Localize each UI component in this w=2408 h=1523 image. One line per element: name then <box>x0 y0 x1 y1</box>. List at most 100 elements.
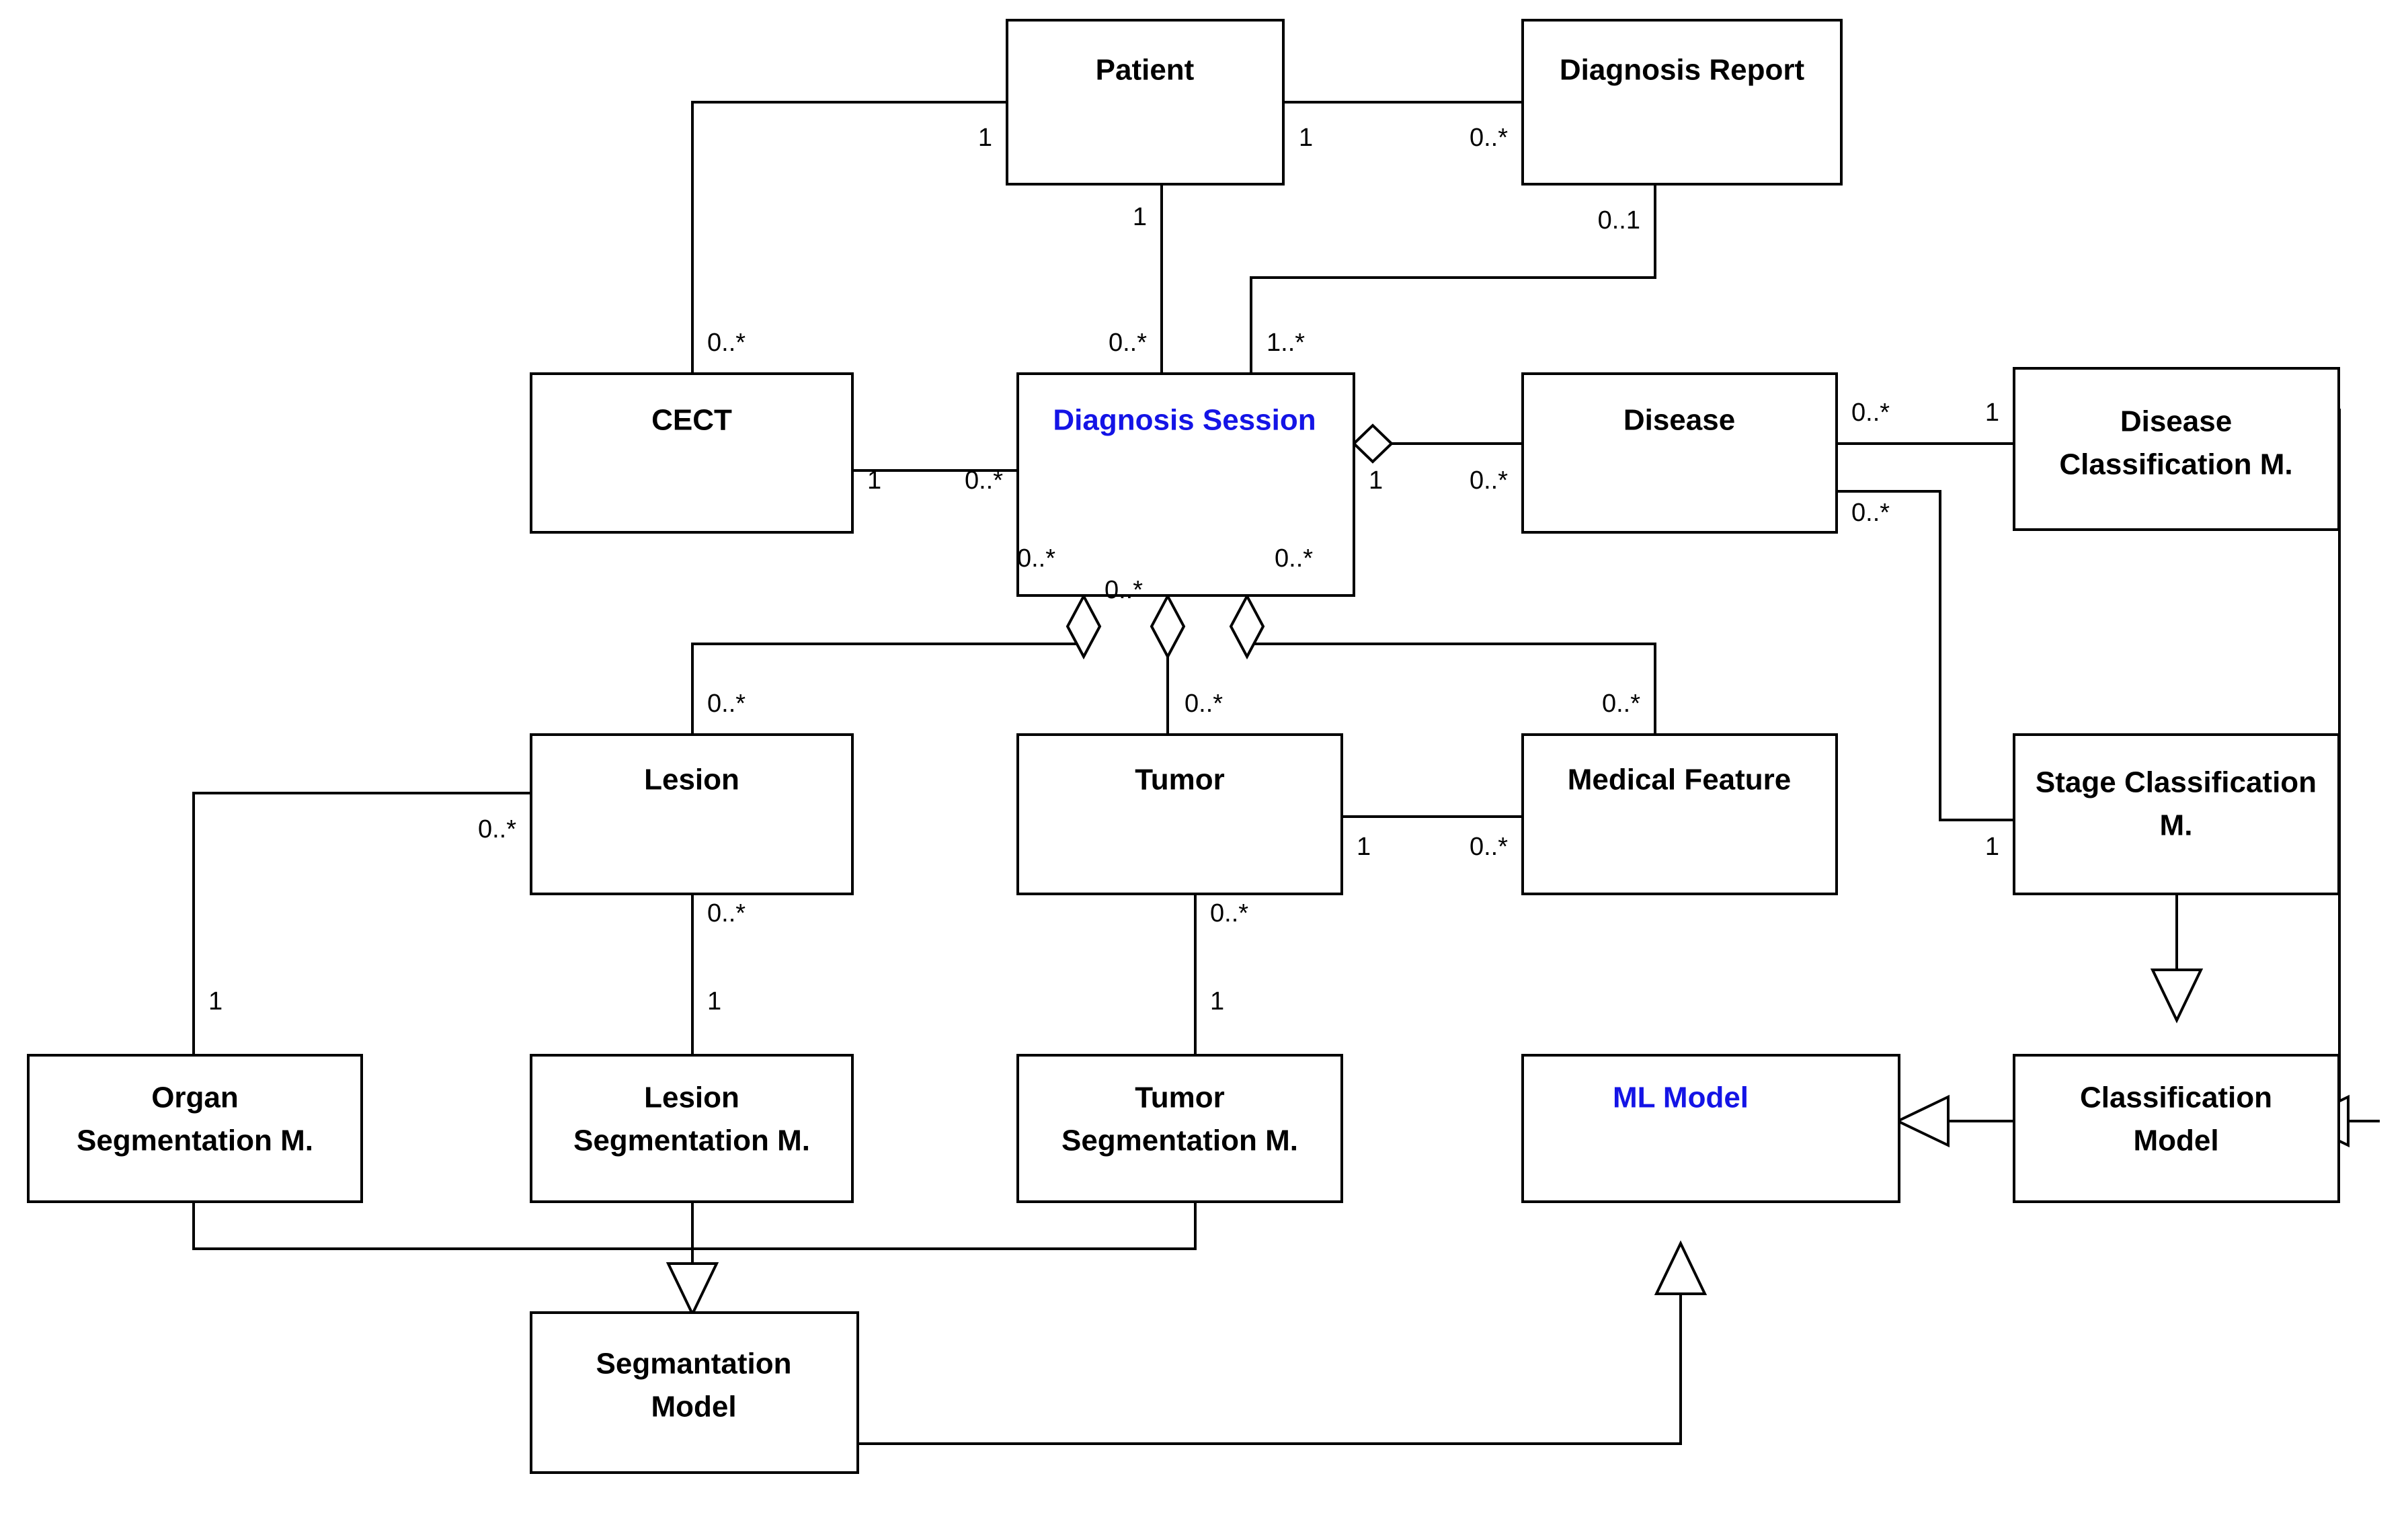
edge-diagnosis-report-diagnosis-session <box>1250 184 1656 374</box>
class-box-diagnosis-session-rect[interactable] <box>1016 372 1355 597</box>
class-title-stage-classification-line1: Stage Classification <box>2036 766 2317 799</box>
class-title-disease-classification-line2: Classification M. <box>2059 448 2292 481</box>
edge-disease-stage-classification <box>1837 490 2014 821</box>
multiplicity-session-tumor-0star: 0..* <box>1105 576 1143 604</box>
class-box-cect-rect[interactable] <box>530 372 854 534</box>
class-title-lesion-segmentation-line2: Segmentation M. <box>573 1124 810 1157</box>
aggregation-diamond-layer <box>1066 423 1394 660</box>
class-box-lesion-segmentation-model[interactable]: Lesion Segmentation M. <box>530 1054 854 1203</box>
generalization-arrow-ml-model-right <box>1894 1094 1950 1148</box>
multiplicity-cect-patient-0star: 0..* <box>707 329 746 357</box>
class-box-lesion-segmentation-model-rect[interactable] <box>530 1054 854 1203</box>
class-title-patient: Patient <box>1096 54 1195 87</box>
multiplicity-disease-session-0star: 0..* <box>1470 466 1508 495</box>
multiplicity-session-report-1star: 1..* <box>1267 329 1305 357</box>
class-box-diagnosis-session[interactable]: Diagnosis Session <box>1016 372 1355 597</box>
class-box-layer: Patient Diagnosis Report CECT Diagnosis … <box>27 19 2340 1474</box>
generalization-arrow-segmantation-model <box>666 1262 719 1317</box>
aggregation-diamond-tumor <box>1150 593 1186 660</box>
aggregation-diamond-lesion <box>1066 593 1102 660</box>
class-box-disease-classification-model-rect[interactable] <box>2013 367 2340 531</box>
class-title-ml-model: ML Model <box>1613 1081 1749 1114</box>
class-box-tumor-rect[interactable] <box>1016 733 1343 895</box>
class-box-medical-feature[interactable]: Medical Feature <box>1521 733 1838 895</box>
class-box-ml-model-rect[interactable] <box>1521 1054 1900 1203</box>
multiplicity-organsm-lesion-1: 1 <box>208 987 223 1016</box>
generalization-arrow-ml-model-bottom <box>1654 1240 1708 1295</box>
multiplicity-cect-session-1: 1 <box>867 466 881 495</box>
class-title-tumor-segmentation-line1: Tumor <box>1135 1081 1225 1114</box>
multiplicity-session-lesion-0star: 0..* <box>1017 544 1055 573</box>
class-box-stage-classification-model[interactable]: Stage Classification M. <box>2013 733 2340 895</box>
multiplicity-scm-disease-1: 1 <box>1985 833 1999 861</box>
class-title-disease: Disease <box>1623 404 1735 437</box>
multiplicity-dcm-disease-1: 1 <box>1985 399 1999 427</box>
class-box-tumor-segmentation-model-rect[interactable] <box>1016 1054 1343 1203</box>
class-box-disease-classification-model[interactable]: Disease Classification M. <box>2013 367 2340 531</box>
multiplicity-session-disease-1: 1 <box>1369 466 1383 495</box>
class-box-disease[interactable]: Disease <box>1521 372 1838 534</box>
class-box-cect[interactable]: CECT <box>530 372 854 534</box>
class-title-segmantation-model-line2: Model <box>651 1391 736 1424</box>
class-title-diagnosis-session: Diagnosis Session <box>1053 404 1316 437</box>
class-title-diagnosis-report: Diagnosis Report <box>1560 54 1805 87</box>
class-box-diagnosis-report-rect[interactable] <box>1521 19 1843 186</box>
multiplicity-disease-dcm-0star: 0..* <box>1851 399 1890 427</box>
class-title-organ-segmentation-line2: Segmentation M. <box>77 1124 313 1157</box>
class-box-lesion-rect[interactable] <box>530 733 854 895</box>
class-box-stage-classification-model-rect[interactable] <box>2013 733 2340 895</box>
class-title-lesion: Lesion <box>644 764 739 796</box>
multiplicity-session-patient-0star: 0..* <box>1109 329 1147 357</box>
class-title-segmantation-model-line1: Segmantation <box>596 1348 792 1381</box>
class-box-patient[interactable]: Patient <box>1006 19 1285 186</box>
class-box-ml-model[interactable]: ML Model <box>1521 1054 1900 1203</box>
multiplicity-report-session-0..1: 0..1 <box>1598 206 1640 235</box>
multiplicity-feature-session-0star: 0..* <box>1602 690 1640 718</box>
class-box-organ-segmentation-model-rect[interactable] <box>27 1054 363 1203</box>
class-title-lesion-segmentation-line1: Lesion <box>644 1081 739 1114</box>
edge-diagnosis-session-medical-feature <box>1246 595 1656 735</box>
multiplicity-patient-session-1: 1 <box>1133 203 1147 231</box>
multiplicity-session-cect-0star: 0..* <box>965 466 1003 495</box>
class-title-stage-classification-line2: M. <box>2160 809 2193 842</box>
edge-patient-cect <box>691 101 1007 374</box>
edge-segmentation-generalization-bus <box>192 1202 1197 1250</box>
multiplicity-layer: 1 1 0..* 1 0..1 0..* 0..* 1..* 1 0..* 1 … <box>208 124 1999 1016</box>
aggregation-diamond-disease <box>1352 423 1394 464</box>
class-box-patient-rect[interactable] <box>1006 19 1285 186</box>
edge-lesion-organ-segmentation <box>192 792 531 1055</box>
class-box-tumor[interactable]: Tumor <box>1016 733 1343 895</box>
class-box-organ-segmentation-model[interactable]: Organ Segmentation M. <box>27 1054 363 1203</box>
class-title-medical-feature: Medical Feature <box>1568 764 1792 796</box>
class-box-lesion[interactable]: Lesion <box>530 733 854 895</box>
class-box-classification-model-rect[interactable] <box>2013 1054 2340 1203</box>
class-box-medical-feature-rect[interactable] <box>1521 733 1838 895</box>
multiplicity-tumor-feature-1: 1 <box>1357 833 1371 861</box>
class-box-diagnosis-report[interactable]: Diagnosis Report <box>1521 19 1843 186</box>
class-box-segmantation-model[interactable]: Segmantation Model <box>530 1311 859 1474</box>
class-box-disease-rect[interactable] <box>1521 372 1838 534</box>
multiplicity-patient-cect-1: 1 <box>978 124 992 152</box>
multiplicity-patient-report-1: 1 <box>1299 124 1313 152</box>
edge-segmantation-model-ml-model <box>858 1245 1682 1445</box>
class-box-tumor-segmentation-model[interactable]: Tumor Segmentation M. <box>1016 1054 1343 1203</box>
multiplicity-lesion-organsm-0star: 0..* <box>478 815 516 843</box>
class-title-classification-model-line1: Classification <box>2080 1081 2272 1114</box>
class-box-classification-model[interactable]: Classification Model <box>2013 1054 2340 1203</box>
multiplicity-lesion-session-0star: 0..* <box>707 690 746 718</box>
class-title-classification-model-line2: Model <box>2133 1124 2218 1157</box>
class-title-disease-classification-line1: Disease <box>2120 405 2232 438</box>
class-box-segmantation-model-rect[interactable] <box>530 1311 859 1474</box>
multiplicity-lesionsm-lesion-1: 1 <box>707 987 721 1016</box>
edge-diagnosis-session-lesion <box>691 595 1085 735</box>
multiplicity-lesion-lesionsm-0star: 0..* <box>707 899 746 928</box>
class-title-organ-segmentation-line1: Organ <box>151 1081 239 1114</box>
multiplicity-tumorsm-tumor-1: 1 <box>1210 987 1224 1016</box>
aggregation-diamond-medical-feature <box>1229 593 1265 660</box>
multiplicity-report-patient-0star: 0..* <box>1470 124 1508 152</box>
edge-disease-classification-generalization-seg1 <box>2338 409 2380 1122</box>
multiplicity-disease-scm-0star: 0..* <box>1851 499 1890 527</box>
generalization-arrow-classification-model-top <box>2150 969 2204 1024</box>
